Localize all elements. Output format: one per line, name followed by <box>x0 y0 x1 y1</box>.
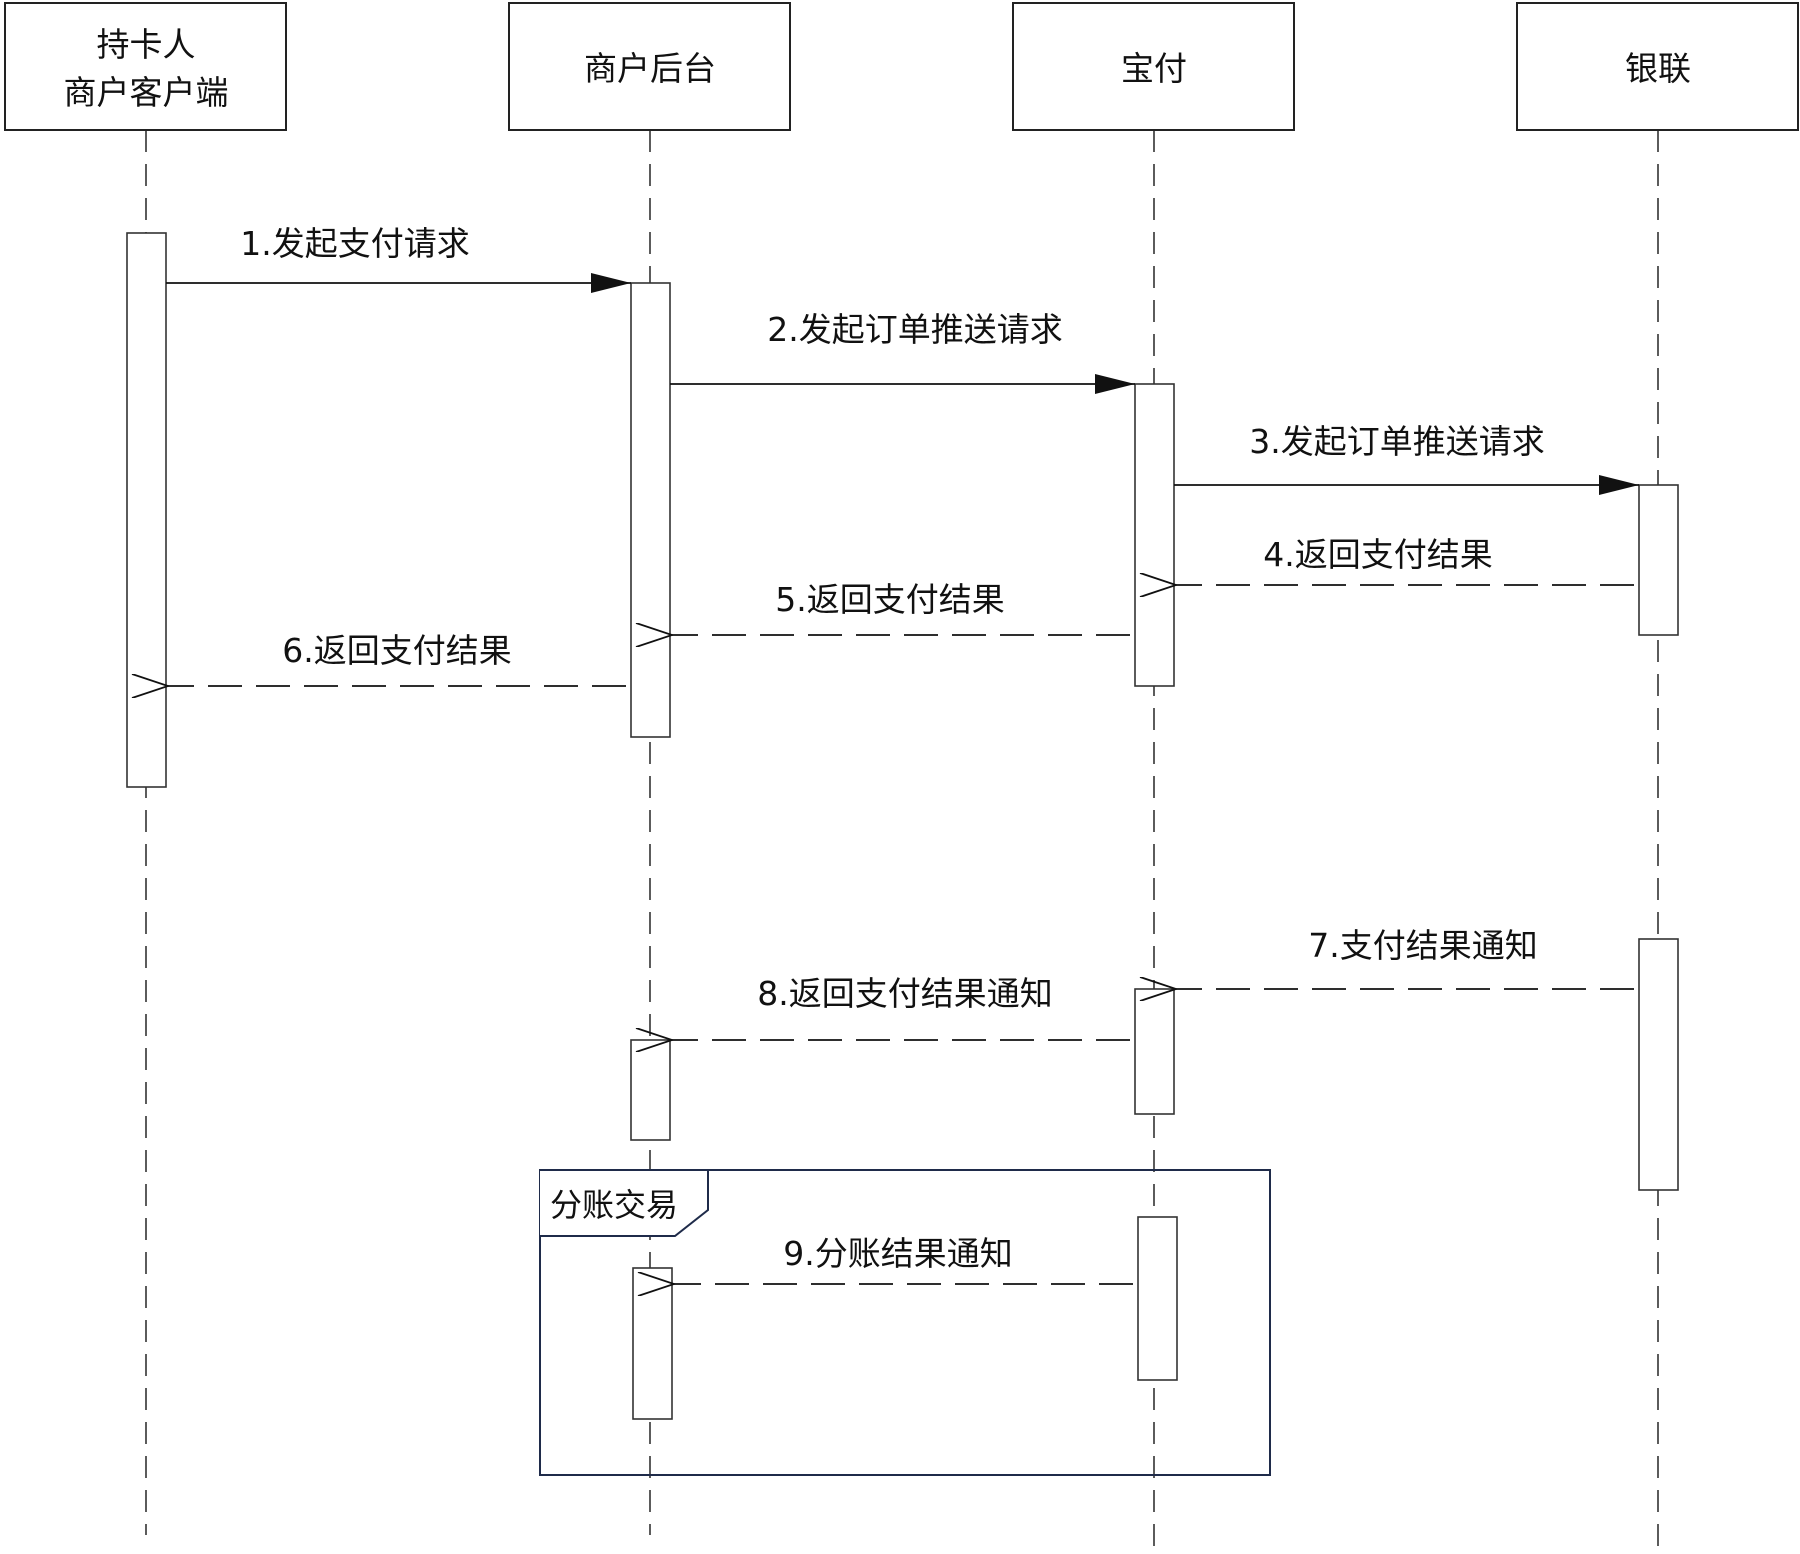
activation-bar <box>1134 383 1175 687</box>
message-4: 4.返回支付结果 <box>1176 535 1634 585</box>
message-label: 4.返回支付结果 <box>1263 535 1493 574</box>
participant-box <box>4 2 287 131</box>
message-label: 8.返回支付结果通知 <box>757 974 1053 1013</box>
message-label: 3.发起订单推送请求 <box>1249 422 1545 461</box>
participant-baofu: 宝付 <box>1012 2 1295 131</box>
fragment-tab <box>540 1169 709 1237</box>
message-8: 8.返回支付结果通知 <box>672 974 1130 1040</box>
participant-label: 商户后台 <box>584 49 716 88</box>
message-5: 5.返回支付结果 <box>672 580 1130 635</box>
activation-bar <box>630 1039 671 1141</box>
message-1: 1.发起支付请求 <box>166 224 631 293</box>
message-7: 7.支付结果通知 <box>1176 926 1634 989</box>
activations <box>126 232 1679 1420</box>
message-label: 5.返回支付结果 <box>775 580 1005 619</box>
participant-merchant-backend: 商户后台 <box>508 2 791 131</box>
participant-box <box>1012 2 1295 131</box>
message-label: 7.支付结果通知 <box>1308 926 1538 965</box>
participant-box <box>508 2 791 131</box>
activation-bar <box>630 282 671 738</box>
message-6: 6.返回支付结果 <box>168 631 626 686</box>
participant-unionpay: 银联 <box>1516 2 1799 131</box>
activation-bar <box>1134 988 1175 1115</box>
participant-label: 银联 <box>1625 49 1691 88</box>
participant-label: 商户客户端 <box>64 73 229 112</box>
fragment-frame <box>539 1169 1271 1476</box>
activation-bar <box>1638 938 1679 1191</box>
participant-label: 持卡人 <box>97 25 196 64</box>
fragment-split-transaction: 分账交易 <box>539 1169 1271 1476</box>
message-label: 9.分账结果通知 <box>783 1234 1013 1273</box>
activation-bar <box>1638 484 1679 636</box>
activation-bar <box>1137 1216 1178 1381</box>
message-label: 1.发起支付请求 <box>240 224 470 263</box>
activation-bar <box>632 1267 673 1420</box>
message-9: 9.分账结果通知 <box>674 1234 1133 1284</box>
activation-bar <box>126 232 167 788</box>
fragment-label: 分账交易 <box>550 1186 678 1224</box>
participant-label: 宝付 <box>1121 49 1187 88</box>
message-2: 2.发起订单推送请求 <box>670 310 1135 394</box>
message-3: 3.发起订单推送请求 <box>1174 422 1639 495</box>
participant-cardholder: 持卡人 商户客户端 <box>4 2 287 131</box>
message-label: 6.返回支付结果 <box>282 631 512 670</box>
participant-box <box>1516 2 1799 131</box>
message-label: 2.发起订单推送请求 <box>767 310 1063 349</box>
